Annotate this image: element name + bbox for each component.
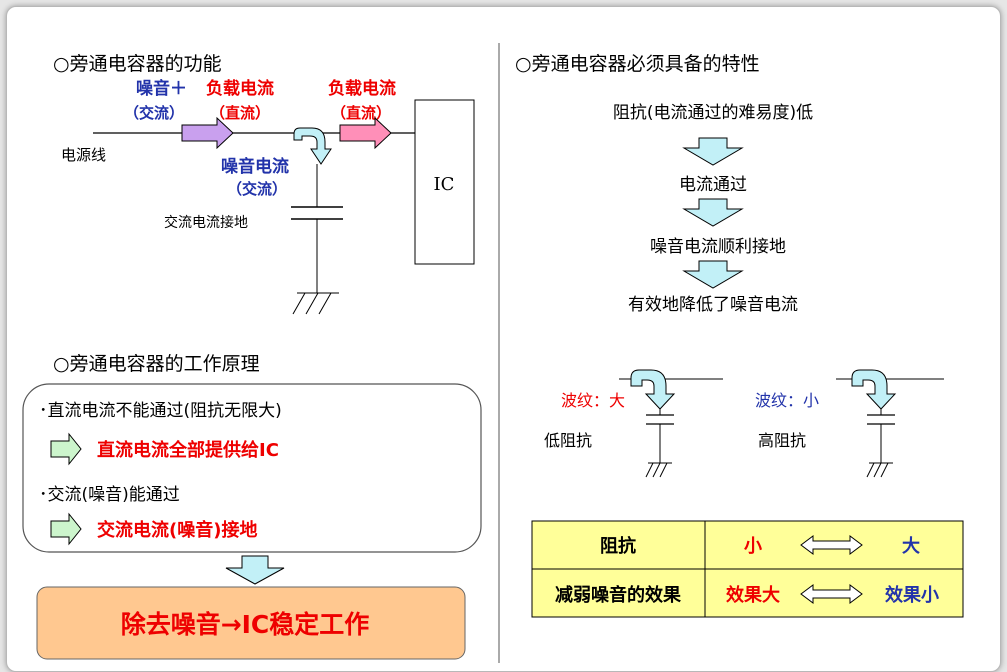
table-impedance-small: 小 xyxy=(744,536,762,557)
ac-can-pass-text: ･交流(噪音)能通过 xyxy=(39,485,180,505)
slide: ○旁通电容器的功能 噪音＋ （交流） 负载电流 （直流） 负载电流 （直流） 电… xyxy=(6,6,1001,672)
dc-paren-label-2: （直流） xyxy=(331,104,391,122)
power-line-label: 电源线 xyxy=(61,146,106,164)
comparison-table xyxy=(531,520,964,618)
low-imp-flow-arrow xyxy=(630,369,676,410)
principle-title: ○旁通电容器的工作原理 xyxy=(53,353,260,375)
dc-paren-label-1: （直流） xyxy=(210,104,270,122)
ic-box xyxy=(414,99,475,265)
table-impedance-label: 阻抗 xyxy=(600,535,636,557)
flow-arrow-3 xyxy=(682,260,744,289)
noise-grounds-text: 噪音电流顺利接地 xyxy=(650,237,786,257)
ac-ground-noise-text: 交流电流(噪音)接地 xyxy=(97,519,257,541)
ground-symbol-high xyxy=(866,462,893,478)
noise-diversion-arrow xyxy=(293,127,332,165)
result-box xyxy=(36,586,466,660)
flow-arrow-2 xyxy=(682,198,744,227)
ic-label: IC xyxy=(434,174,455,195)
load-current-label-2: 负载电流 xyxy=(328,78,396,99)
ripple-small-label: 波纹：小 xyxy=(755,391,819,410)
table-effect-large: 效果大 xyxy=(726,584,780,606)
noise-plus-label: 噪音＋ xyxy=(136,78,187,99)
result-text: 除去噪音→IC稳定工作 xyxy=(121,610,370,639)
ac-paren-label-1: （交流） xyxy=(124,104,184,122)
table-double-arrow-2 xyxy=(800,584,863,604)
characteristics-title: ○旁通电容器必须具备的特性 xyxy=(515,53,760,75)
ac-ground-arrow xyxy=(50,512,82,546)
diagram-canvas: ○旁通电容器的功能 噪音＋ （交流） 负载电流 （直流） 负载电流 （直流） 电… xyxy=(22,43,964,663)
function-title: ○旁通电容器的功能 xyxy=(53,53,222,75)
ripple-large-label: 波纹：大 xyxy=(561,391,625,410)
dc-cannot-pass-text: ･直流电流不能通过(阻抗无限大) xyxy=(39,401,282,421)
table-impedance-large: 大 xyxy=(902,535,920,557)
dc-supply-ic-text: 直流电流全部提供给IC xyxy=(97,439,279,461)
high-impedance-label: 高阻抗 xyxy=(758,431,806,450)
noise-reduced-text: 有效地降低了噪音电流 xyxy=(628,295,798,315)
table-effect-label: 减弱噪音的效果 xyxy=(555,584,682,606)
dc-supply-arrow xyxy=(50,432,82,466)
load-current-arrow xyxy=(339,116,392,150)
ground-symbol-left xyxy=(292,292,339,315)
current-passes-text: 电流通过 xyxy=(679,175,747,195)
table-double-arrow-1 xyxy=(800,535,863,555)
ground-symbol-low xyxy=(645,462,672,478)
noise-load-arrow xyxy=(181,116,234,150)
load-current-label-1: 负载电流 xyxy=(206,78,274,99)
ac-paren-label-2: （交流） xyxy=(227,180,287,198)
high-imp-flow-arrow xyxy=(851,369,897,410)
ac-ground-label: 交流电流接地 xyxy=(164,214,248,231)
principle-box xyxy=(22,383,482,553)
noise-current-label: 噪音电流 xyxy=(221,156,289,177)
low-impedance-label: 低阻抗 xyxy=(544,431,592,450)
low-impedance-text: 阻抗(电流通过的难易度)低 xyxy=(613,103,813,123)
table-effect-small: 效果小 xyxy=(885,584,939,606)
result-down-arrow xyxy=(225,555,285,585)
flow-arrow-1 xyxy=(682,137,744,166)
